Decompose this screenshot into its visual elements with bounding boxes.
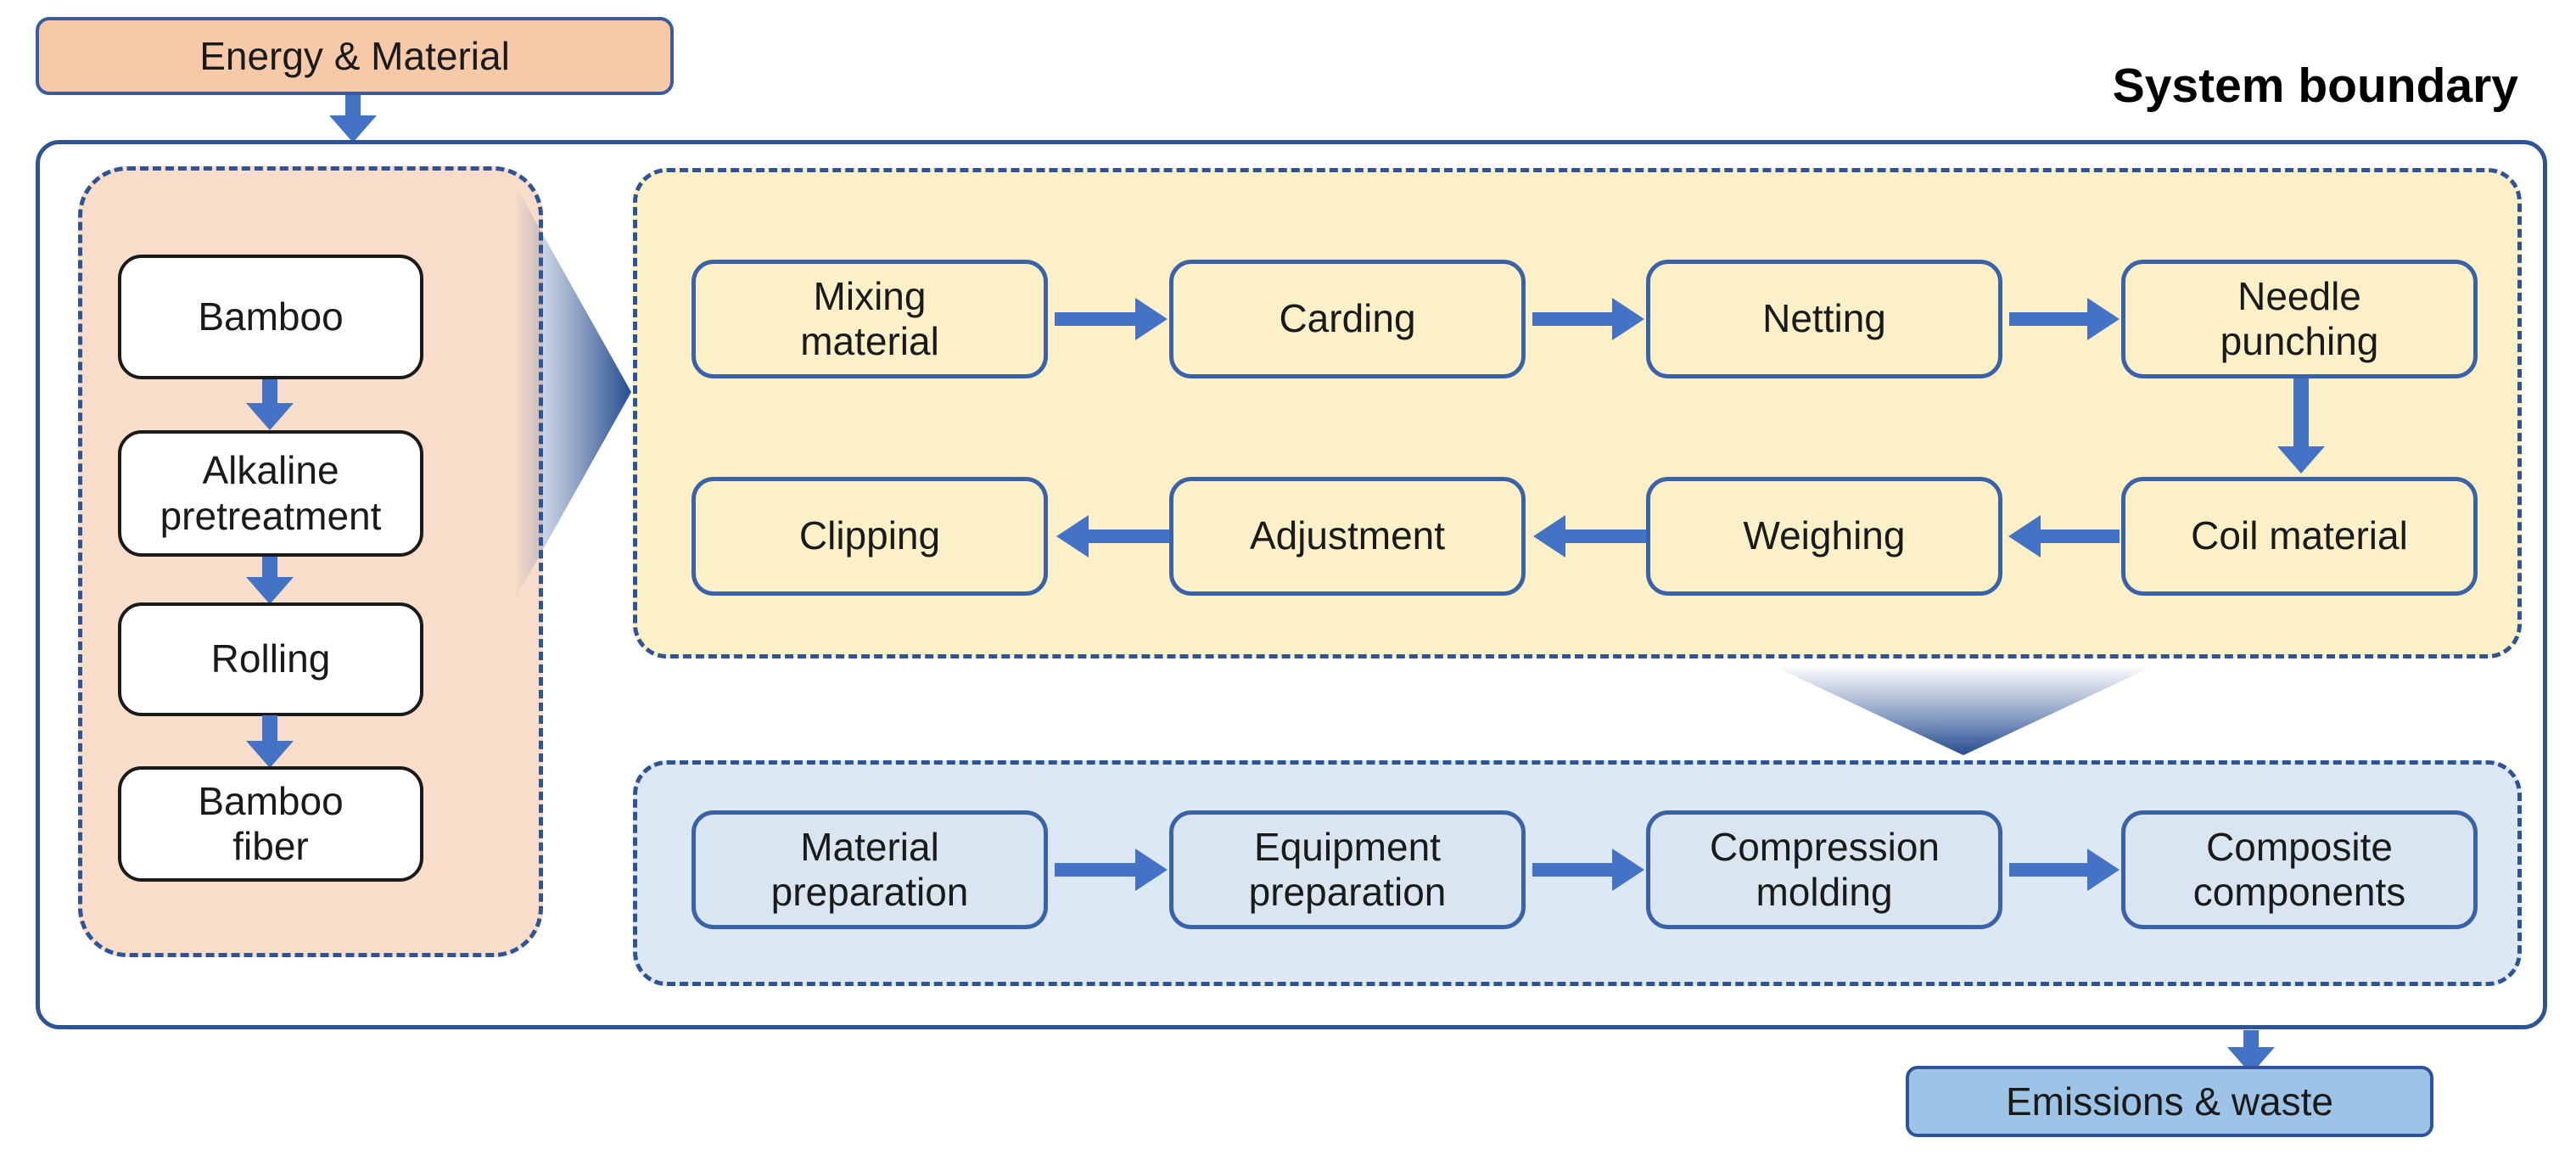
arrow-alkaline-to-rolling	[262, 557, 277, 577]
node-composite-components-label: Composite components	[2192, 824, 2406, 914]
node-composite-components: Composite components	[2121, 810, 2478, 929]
node-carding: Carding	[1169, 260, 1526, 378]
energy-material-label: Energy & Material	[199, 34, 510, 78]
node-bamboo: Bamboo	[118, 255, 423, 379]
arrow-bamboo-to-alkaline	[262, 379, 277, 403]
node-needle-punching: Needle punching	[2121, 260, 2478, 378]
arrow-material-prep-to-equipment-prep	[1055, 863, 1135, 877]
node-material-preparation-label: Material preparation	[770, 824, 969, 914]
node-clipping: Clipping	[692, 477, 1048, 596]
node-coil-material: Coil material	[2121, 477, 2478, 596]
emissions-waste-box: Emissions & waste	[1906, 1066, 2433, 1137]
node-netting-label: Netting	[1762, 296, 1886, 341]
arrow-needle-punching-to-coil-material	[2293, 378, 2309, 446]
arrow-coil-material-to-weighing	[2041, 530, 2120, 543]
node-bamboo-label: Bamboo	[198, 294, 344, 339]
node-material-preparation: Material preparation	[692, 810, 1048, 929]
energy-material-box: Energy & Material	[36, 17, 674, 95]
node-mixing-material: Mixing material	[692, 260, 1048, 378]
arrow-weighing-to-adjustment	[1565, 530, 1646, 543]
node-weighing: Weighing	[1646, 477, 2002, 596]
node-adjustment: Adjustment	[1169, 477, 1526, 596]
node-bamboo-fiber-label: Bamboo fiber	[198, 778, 344, 868]
arrow-compression-molding-to-composite-components	[2009, 863, 2087, 877]
node-adjustment-label: Adjustment	[1249, 513, 1446, 558]
node-clipping-label: Clipping	[798, 513, 941, 558]
node-needle-punching-label: Needle punching	[2220, 273, 2379, 363]
node-netting: Netting	[1646, 260, 2002, 378]
emissions-waste-label: Emissions & waste	[2005, 1079, 2333, 1124]
node-alkaline-pretreatment: Alkaline pretreatment	[118, 430, 423, 557]
arrow-netting-to-needle-punching	[2009, 312, 2087, 326]
node-alkaline-label: Alkaline pretreatment	[160, 448, 382, 538]
node-carding-label: Carding	[1279, 296, 1416, 341]
node-compression-molding: Compression molding	[1646, 810, 2002, 929]
arrow-equipment-prep-to-compression-molding	[1532, 863, 1612, 877]
node-equipment-preparation: Equipment preparation	[1169, 810, 1526, 929]
node-coil-material-label: Coil material	[2191, 513, 2408, 558]
node-compression-molding-label: Compression molding	[1710, 824, 1940, 914]
node-rolling: Rolling	[118, 602, 423, 716]
node-bamboo-fiber: Bamboo fiber	[118, 766, 423, 882]
arrow-mixing-to-carding	[1055, 312, 1135, 326]
arrow-rolling-to-bamboo-fiber	[262, 715, 277, 741]
node-weighing-label: Weighing	[1743, 513, 1906, 558]
node-rolling-label: Rolling	[210, 636, 331, 681]
node-mixing-material-label: Mixing material	[800, 273, 939, 363]
arrow-carding-to-netting	[1532, 312, 1612, 326]
system-boundary-title: System boundary	[2112, 59, 2518, 113]
arrow-boundary-to-emissions	[2243, 1030, 2259, 1047]
arrow-energy-into-boundary	[345, 95, 361, 115]
node-equipment-preparation-label: Equipment preparation	[1248, 824, 1447, 914]
arrow-adjustment-to-clipping	[1089, 530, 1169, 543]
system-boundary-outline	[36, 140, 2547, 1029]
